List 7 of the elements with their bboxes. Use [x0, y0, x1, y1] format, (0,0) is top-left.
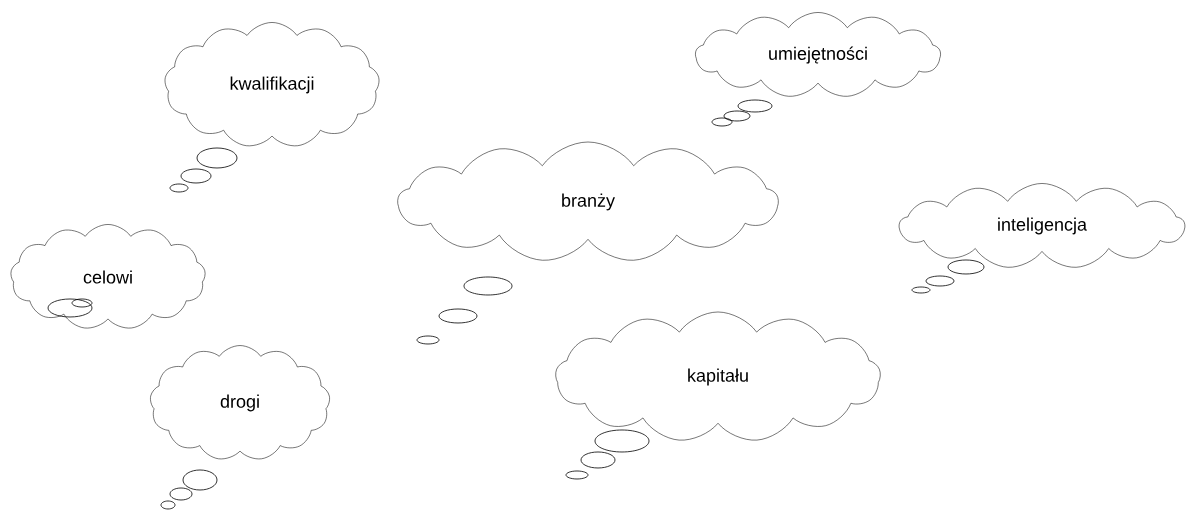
thought-cloud: branży	[397, 141, 779, 345]
thought-cloud: umiejętności	[695, 12, 941, 127]
thought-cloud: inteligencja	[898, 183, 1186, 294]
thought-cloud: kapitału	[555, 311, 881, 480]
thought-cloud: drogi	[150, 345, 330, 510]
thought-cloud: kwalifikacji	[164, 22, 380, 193]
thought-cloud: celowi	[10, 224, 206, 329]
